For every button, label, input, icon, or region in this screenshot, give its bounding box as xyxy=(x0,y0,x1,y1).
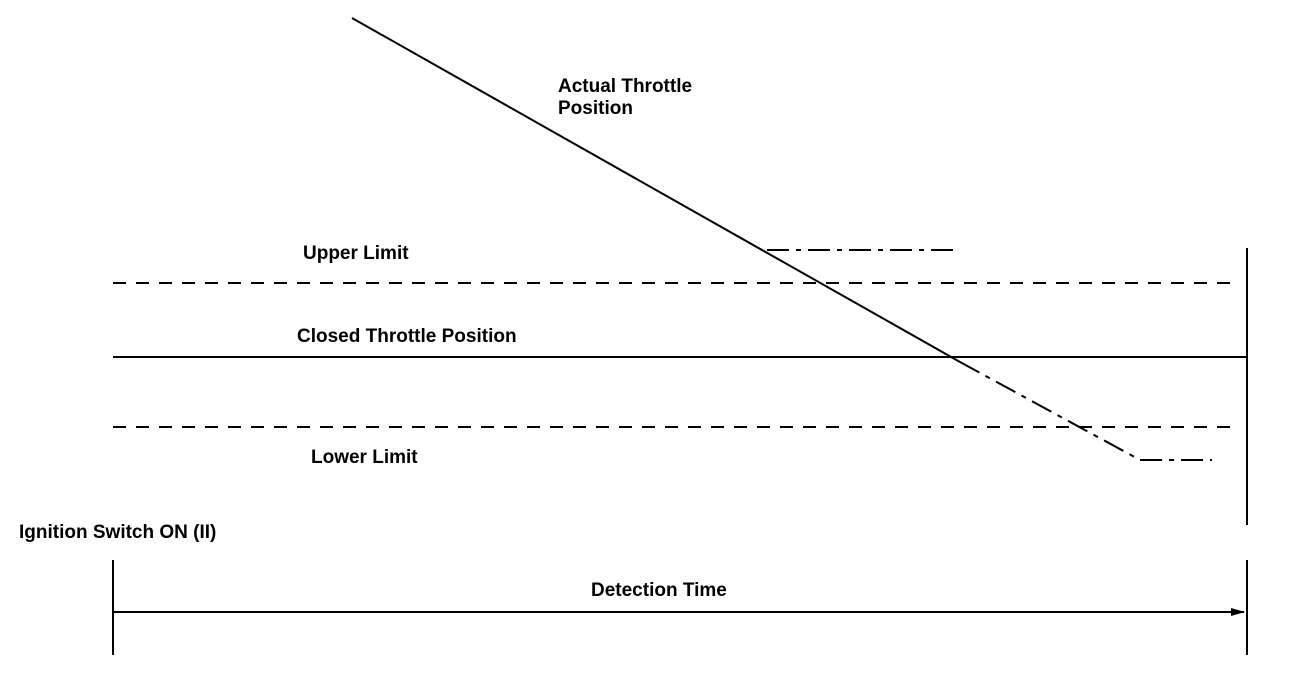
actual-throttle-extrapolated-line xyxy=(959,361,1212,461)
ignition-switch-label: Ignition Switch ON (II) xyxy=(19,522,216,543)
actual-throttle-line xyxy=(351,17,961,363)
detection-time-label: Detection Time xyxy=(591,580,727,601)
actual-throttle-label-line2: Position xyxy=(558,98,633,119)
closed-throttle-label: Closed Throttle Position xyxy=(297,326,517,347)
actual-throttle-label-line1: Actual Throttle xyxy=(558,76,692,97)
upper-limit-label: Upper Limit xyxy=(303,243,409,264)
lower-limit-label: Lower Limit xyxy=(311,447,418,468)
